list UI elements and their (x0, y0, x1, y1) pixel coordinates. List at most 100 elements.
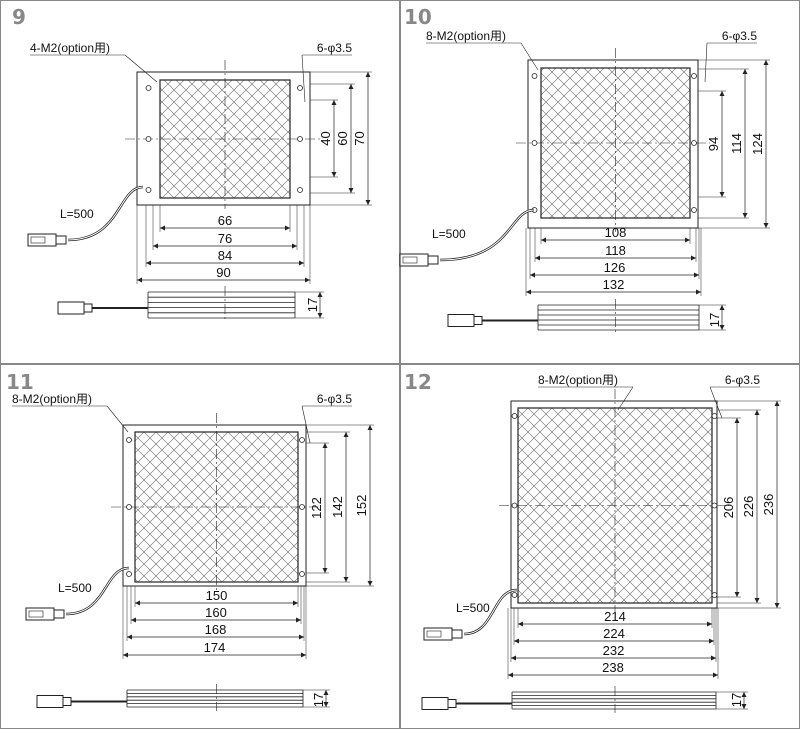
arrowhead (707, 621, 712, 627)
side-connector (421, 697, 449, 710)
mount-hole (511, 413, 518, 419)
height-dimension: 70 (352, 131, 367, 145)
arrowhead (123, 652, 128, 658)
hole-label: 6-φ3.5 (317, 392, 352, 406)
lead-wire-core (67, 186, 144, 241)
arrowhead (719, 91, 725, 96)
arrowhead (343, 432, 349, 437)
height-dimension: 142 (330, 496, 345, 518)
arrowhead (518, 621, 523, 627)
arrowhead (774, 603, 780, 608)
mount-hole (299, 504, 305, 510)
lead-wire-core (463, 589, 518, 635)
arrowhead (719, 305, 725, 310)
width-dimension: 132 (603, 277, 625, 292)
connector (27, 233, 57, 247)
arrowhead (694, 272, 699, 278)
width-dimension: 150 (206, 588, 228, 603)
hole-label: 6-φ3.5 (725, 373, 760, 387)
mount-hole (126, 571, 132, 577)
leader-line (106, 405, 129, 433)
width-dimension: 232 (603, 643, 625, 658)
arrowhead (292, 243, 297, 249)
base-plate (527, 59, 699, 229)
connector-pins (426, 630, 442, 638)
connector-boot (53, 609, 65, 619)
arrowhead (711, 655, 716, 661)
arrowhead (160, 225, 165, 231)
width-dimension: 76 (218, 231, 232, 246)
leader-line (704, 42, 708, 83)
arrowhead (719, 192, 725, 197)
panel-number: 9 (12, 5, 26, 29)
side-connector (447, 314, 475, 327)
arrowhead (317, 313, 323, 318)
mount-hole (126, 437, 132, 443)
side-connector-boot (473, 316, 483, 325)
connector (399, 253, 429, 267)
width-dimension: 168 (205, 622, 227, 637)
mount-hole (691, 207, 697, 213)
arrowhead (367, 581, 373, 586)
arrowhead (348, 84, 354, 89)
connector-boot (451, 629, 463, 639)
connector-pins (28, 610, 44, 618)
height-dimension: 226 (741, 496, 756, 518)
arrowhead (742, 69, 748, 74)
mount-hole (145, 136, 152, 142)
height-dimension: 152 (354, 495, 369, 517)
arrowhead (685, 237, 690, 243)
mount-hole (145, 85, 152, 91)
arrowhead (331, 100, 337, 105)
height-dimension: 122 (309, 497, 324, 519)
mount-hole (297, 136, 303, 142)
width-dimension: 118 (605, 243, 626, 258)
arrowhead (713, 672, 718, 678)
arrowhead (734, 592, 740, 597)
arrowhead (741, 704, 747, 709)
connector-boot (427, 255, 439, 265)
arrowhead (322, 568, 328, 573)
width-dimension: 160 (205, 605, 227, 620)
height-dimension: 40 (318, 131, 333, 145)
mount-hole (511, 502, 518, 509)
mount-hole (297, 187, 303, 193)
arrowhead (691, 255, 696, 261)
width-dimension: 126 (604, 260, 626, 275)
connector-pins (402, 256, 418, 264)
width-dimension: 174 (204, 640, 226, 655)
lead-wire-core (439, 209, 535, 261)
arrowhead (323, 702, 329, 707)
arrowhead (754, 598, 760, 603)
arrowhead (763, 60, 769, 65)
arrowhead (514, 638, 519, 644)
connector-pins (30, 236, 46, 244)
side-connector (57, 301, 85, 315)
panel-number: 10 (404, 5, 432, 29)
mount-label: 8-M2(option用) (538, 373, 618, 387)
arrowhead (526, 289, 531, 295)
thickness-dimension: 17 (729, 693, 744, 707)
mount-hole (145, 187, 152, 193)
panel-number: 12 (404, 370, 432, 394)
arrowhead (763, 223, 769, 228)
width-dimension: 224 (603, 626, 625, 641)
lead-wire-core (65, 567, 130, 615)
mount-hole (299, 437, 305, 443)
arrowhead (696, 289, 701, 295)
arrowhead (535, 255, 540, 261)
side-connector-boot (62, 697, 72, 706)
arrowhead (135, 600, 140, 606)
arrowhead (343, 577, 349, 582)
arrowhead (511, 655, 516, 661)
height-dimension: 94 (706, 137, 721, 151)
height-dimension: 60 (335, 131, 350, 145)
mount-label: 8-M2(option用) (426, 29, 506, 43)
side-connector-boot (447, 699, 457, 708)
arrowhead (365, 200, 371, 205)
arrowhead (734, 418, 740, 423)
connector (25, 607, 55, 621)
arrowhead (774, 401, 780, 406)
